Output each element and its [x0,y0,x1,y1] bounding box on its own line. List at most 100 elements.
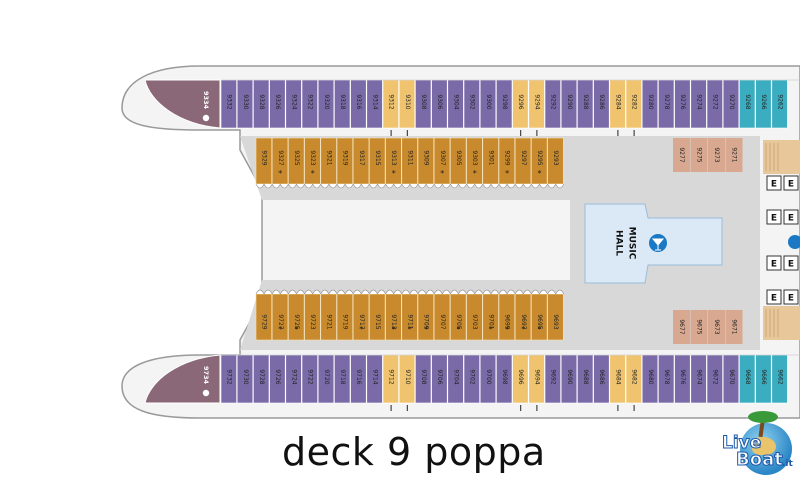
cabin-number: 9662 [776,369,783,384]
cabin-number: 9702 [469,369,476,384]
elevator-label: E [788,260,794,270]
cabin-number: 9304 [452,94,459,109]
cabin-number: 9326 [274,94,281,109]
cabin-number: 9293 [552,150,559,165]
cabin-number: 9700 [485,369,492,384]
cabin-number: 9276 [679,94,686,109]
cabin-number: 9277 [678,147,685,162]
cabin-number: 9307 [439,150,446,165]
cabin-number: 9729 [261,314,268,329]
elevator-icon [783,289,799,305]
cabin-number: 9670 [728,369,735,384]
cabin-9673[interactable] [708,310,725,344]
cabin-number: 9315 [374,150,381,165]
cabin-9675[interactable] [690,310,708,344]
cabin-number: 9268 [744,94,751,109]
cabin-number: 9697 [520,314,527,329]
sofa-bed-marker: * [408,325,412,334]
cabin-number: 9708 [420,369,427,384]
cabin-number: 9710 [404,369,411,384]
cabin-number: 9278 [663,94,670,109]
cabin-number: 9294 [533,94,540,109]
cabin-number: 9320 [323,94,330,109]
cabin-number: 9314 [371,94,378,109]
cabin-number: 9327 [277,150,284,165]
stern-suite[interactable] [144,79,221,129]
venue-name-line2: HALL [614,230,624,256]
elevator-icon [766,289,782,305]
cabin-number: 9703 [471,314,478,329]
cabin-number: 9332 [226,94,233,109]
cabin-number: 9312 [388,94,395,109]
cabin-9677[interactable] [673,310,690,344]
cabin-number: 9674 [695,369,702,384]
cabin-number: 9709 [423,314,430,329]
cabin-number: 9270 [728,94,735,109]
cabin-number: 9707 [439,314,446,329]
cabin-9275[interactable] [690,138,708,172]
cabin-number: 9704 [452,369,459,384]
logo-text-line1: Live [721,433,762,454]
elevator-icon [766,209,782,225]
cabin-9271[interactable] [725,138,743,172]
sofa-bed-marker: * [538,169,542,178]
cabin-number: 9272 [712,94,719,109]
venue-name-line1: MUSIC [627,227,637,260]
cabin-number: 9684 [614,369,621,384]
accessible-icon [202,389,210,397]
cabin-number: 9688 [582,369,589,384]
logo-text-suffix: .it [782,459,793,469]
cabin-number: 9298 [501,94,508,109]
sofa-bed-marker: * [538,325,542,334]
cabin-number: 9313 [390,150,397,165]
cabin-number: 9713 [390,314,397,329]
cabin-number: 9303 [471,150,478,165]
cabin-number: 9262 [776,94,783,109]
cabin-9277[interactable] [673,138,690,172]
cabin-9671[interactable] [725,310,743,344]
cabin-number: 9732 [226,369,233,384]
cabin-number: 9705 [455,314,462,329]
cabin-number: 9690 [566,369,573,384]
cabin-number: 9296 [517,94,524,109]
cabin-number: 9282 [631,94,638,109]
accessible-icon [202,114,210,122]
sofa-bed-marker: * [392,169,396,178]
cabin-number: 9711 [406,314,413,329]
sofa-bed-marker: * [505,325,509,334]
elevator-label: E [771,260,777,270]
cabin-number: 9292 [550,94,557,109]
cabin-number: 9318 [339,94,346,109]
cabin-number: 9721 [325,314,332,329]
cabin-number: 9329 [261,150,268,165]
cabin-number: 9297 [520,150,527,165]
cabin-number: 9692 [550,369,557,384]
livebot-logo: Live Boat .it [721,411,798,485]
sofa-bed-marker: * [505,169,509,178]
cabin-number: 9686 [598,369,605,384]
cabin-number: 9288 [582,94,589,109]
staircase-upper [763,140,800,174]
railing-shape [255,183,565,189]
elevator-icon [783,209,799,225]
cabin-number: 9701 [487,314,494,329]
island-icon [752,437,776,455]
stern-suite[interactable] [144,354,221,404]
martini-glass-shape [651,238,665,251]
sofa-bed-marker: * [521,325,525,334]
cabin-number: 9275 [696,147,703,162]
cabin-number: 9678 [663,369,670,384]
cabin-number: 9727 [277,314,284,329]
cabin-number: 9728 [258,369,265,384]
cabin-number: 9284 [614,94,621,109]
cabin-9273[interactable] [708,138,725,172]
cabin-number: 9715 [374,314,381,329]
sofa-bed-marker: * [311,169,315,178]
cabin-number: 9695 [536,314,543,329]
cabin-number: 9716 [355,369,362,384]
cabin-number: 9712 [388,369,395,384]
restroom-icon [788,235,800,249]
cabin-number: 9717 [358,314,365,329]
railing-shape [255,289,565,295]
palm-leaves-icon [748,411,778,423]
